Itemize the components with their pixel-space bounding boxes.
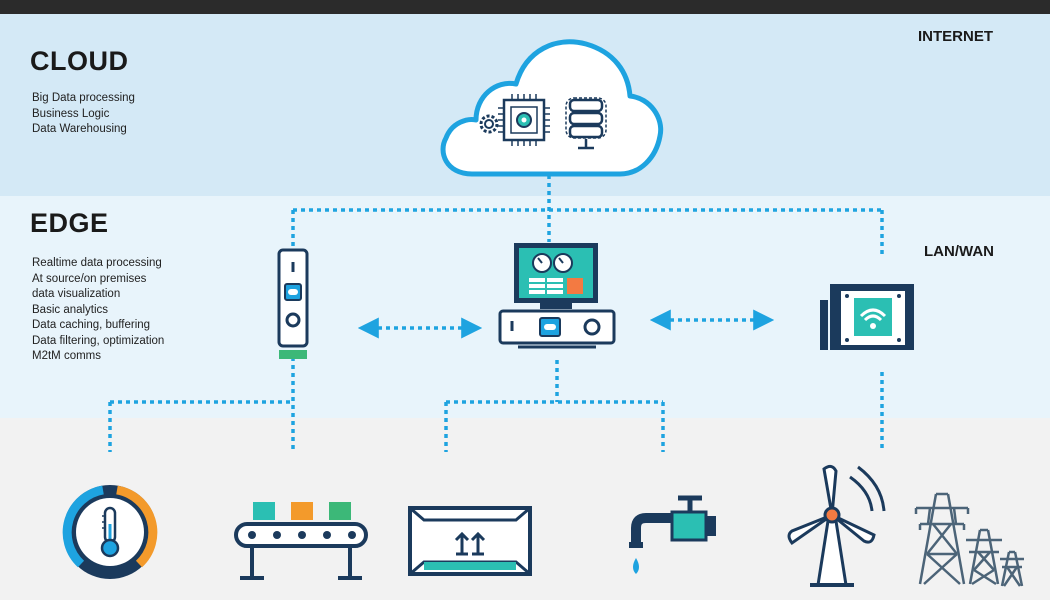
cloud-title: CLOUD [30, 46, 129, 76]
cloud-capability: Big Data processing [32, 92, 135, 104]
server-database-icon [565, 97, 607, 150]
conveyor-belt-icon [234, 502, 368, 580]
edge-title: EDGE [30, 208, 109, 238]
edge-capability: M2tM comms [32, 350, 101, 362]
edge-capability: Data filtering, optimization [32, 334, 165, 347]
edge-gateway-device-icon [498, 243, 616, 349]
wind-turbine-icon [787, 464, 886, 587]
edge-capability: data visualization [32, 288, 121, 300]
water-tap-icon [629, 495, 716, 574]
edge-capability: Realtime data processing [32, 257, 162, 269]
edge-capability: At source/on premises [32, 272, 147, 285]
edge-capabilities-list: Realtime data processing At source/on pr… [32, 256, 164, 365]
cloud-icon [440, 39, 664, 177]
internet-label: INTERNET [918, 28, 993, 45]
edge-capability: Basic analytics [32, 303, 109, 316]
lan-wan-label: LAN/WAN [924, 243, 994, 260]
temperature-gauge-icon [62, 485, 158, 579]
package-box-icon [408, 506, 532, 576]
cloud-capability: Data Warehousing [32, 123, 127, 135]
cloud-capability: Business Logic [32, 107, 110, 120]
top-strip [0, 0, 1050, 14]
connection-lines [108, 175, 884, 452]
wireless-gateway-icon [820, 284, 914, 350]
edge-stick-device-icon [277, 248, 309, 359]
gear-icon [479, 114, 499, 134]
edge-capability: Data caching, buffering [32, 319, 151, 331]
power-pylons-icon [914, 492, 1024, 587]
cloud-capabilities-list: Big Data processing Business Logic Data … [32, 91, 135, 138]
processor-chip-icon [498, 94, 550, 146]
